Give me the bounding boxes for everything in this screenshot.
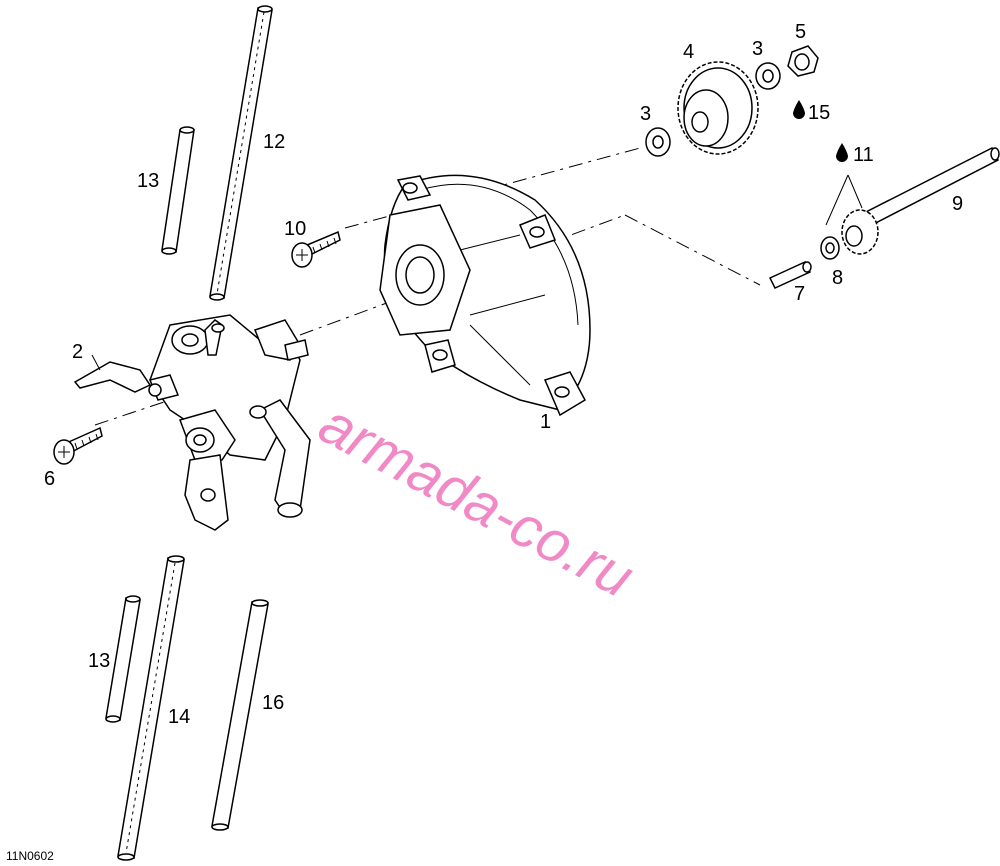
callout-8: 8 <box>832 267 843 289</box>
callout-2: 2 <box>72 341 83 363</box>
callout-7: 7 <box>794 283 805 305</box>
tube-16 <box>211 599 269 831</box>
callout-13-upper: 13 <box>137 170 159 192</box>
screw-10 <box>291 230 341 268</box>
tube-13-upper <box>161 126 195 255</box>
callout-3-left: 3 <box>640 103 651 125</box>
callout-16: 16 <box>262 692 284 714</box>
nut-5 <box>787 45 819 77</box>
callout-11: 11 <box>853 144 874 166</box>
washer-3-left <box>645 127 671 157</box>
washer-8 <box>820 236 840 260</box>
callout-5: 5 <box>795 21 806 43</box>
callout-4: 4 <box>683 41 694 63</box>
callout-14: 14 <box>168 706 190 728</box>
oil-pump-body <box>73 314 311 531</box>
callout-10: 10 <box>284 218 306 240</box>
shaft-9 <box>841 146 1000 255</box>
callout-3-right: 3 <box>752 38 763 60</box>
screw-6 <box>53 426 103 465</box>
oil-drop-icon <box>836 143 848 162</box>
callout-1: 1 <box>540 411 551 433</box>
callout-6: 6 <box>44 468 55 490</box>
callout-9: 9 <box>952 193 963 215</box>
washer-3-right <box>755 62 781 90</box>
oil-drop-icon <box>793 100 805 119</box>
leader-lines <box>91 174 863 371</box>
tube-14 <box>117 555 185 861</box>
callout-15: 15 <box>808 102 830 124</box>
diagram-code: 11N0602 <box>6 849 54 863</box>
tube-13-lower <box>105 595 141 723</box>
gear-4 <box>677 61 759 155</box>
pump-cover-1 <box>379 174 591 417</box>
pin-7 <box>768 261 812 289</box>
callout-12: 12 <box>263 131 285 153</box>
tube-12 <box>209 5 273 301</box>
callout-13-lower: 13 <box>88 650 110 672</box>
